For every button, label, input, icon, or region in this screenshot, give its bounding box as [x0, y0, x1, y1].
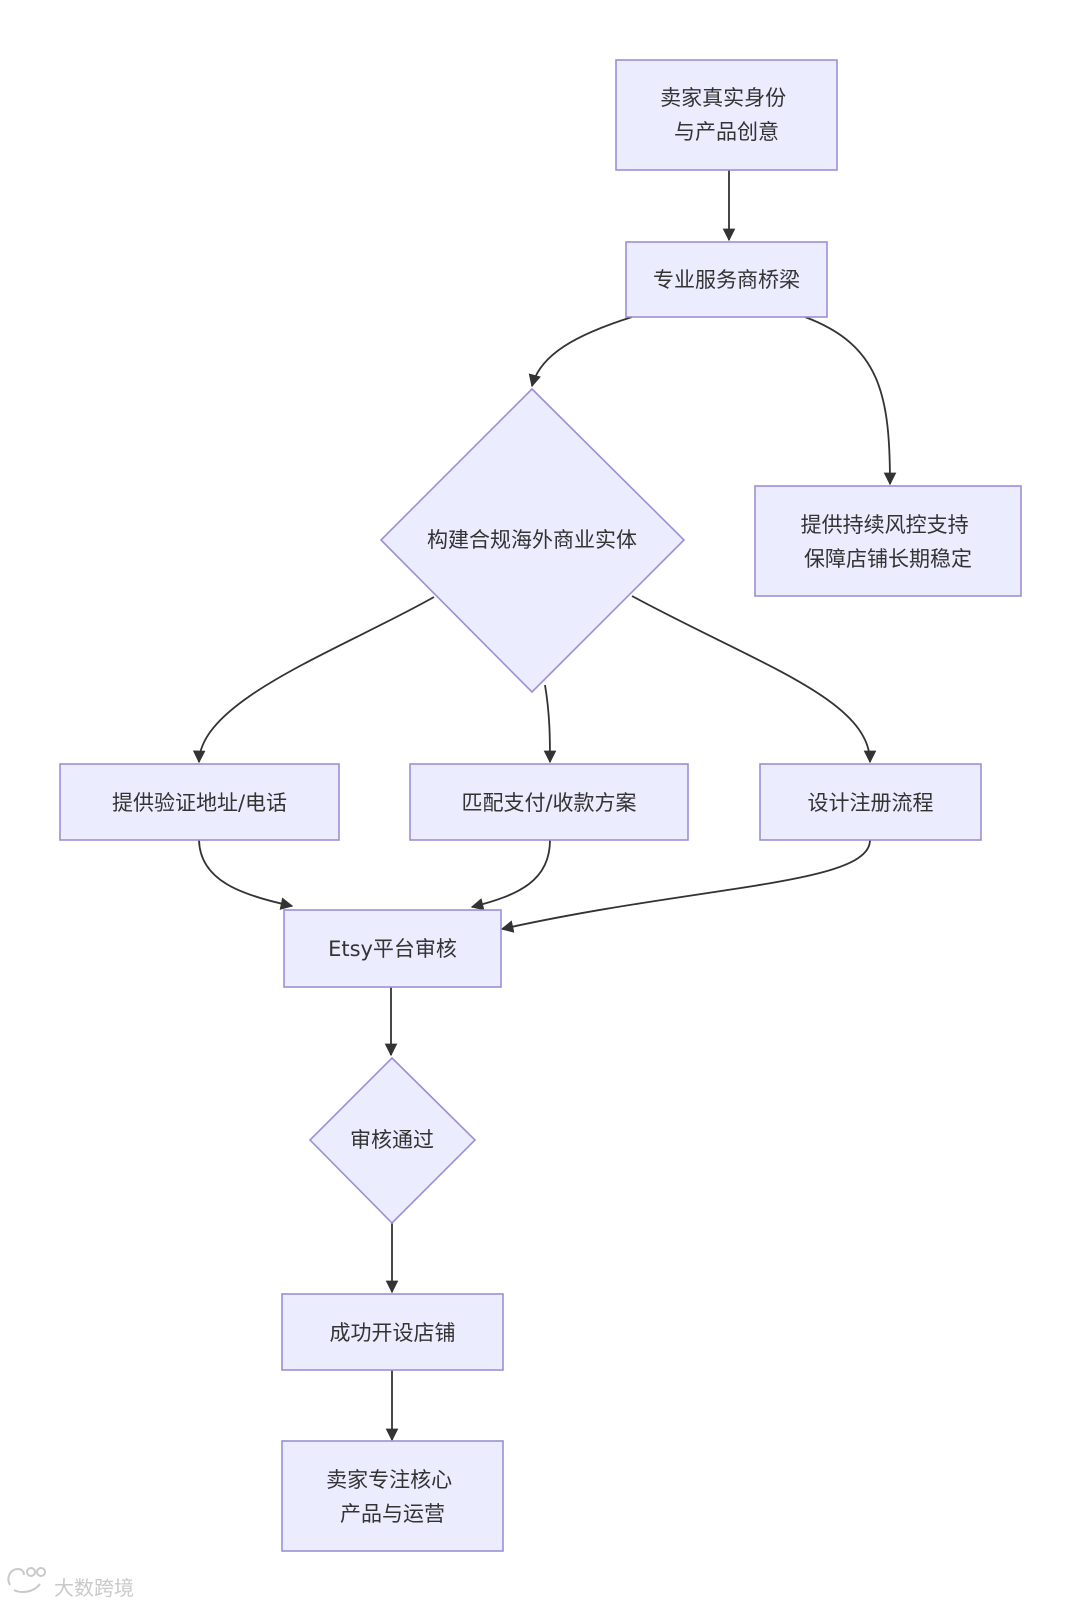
- node-compliant-entity-label: 构建合规海外商业实体: [427, 528, 637, 552]
- svg-text:专业服务商桥梁: 专业服务商桥梁: [653, 268, 800, 292]
- edge-registration-to-review: [500, 839, 871, 933]
- node-seller-identity-line-1: 卖家真实身份: [660, 86, 786, 110]
- node-registration-flow: 设计注册流程: [759, 763, 982, 841]
- node-focus-operations-line-2: 产品与运营: [340, 1502, 445, 1526]
- node-compliant-entity: 构建合规海外商业实体: [379, 387, 686, 694]
- svg-text:匹配支付/收款方案: 匹配支付/收款方案: [461, 791, 636, 815]
- node-seller-identity: 卖家真实身份 与产品创意: [615, 59, 838, 171]
- edges: [192, 170, 897, 1442]
- node-risk-support-line-1: 提供持续风控支持: [801, 513, 969, 537]
- node-seller-identity-line-2: 与产品创意: [674, 120, 779, 144]
- node-address-phone: 提供验证地址/电话: [59, 763, 340, 841]
- brand-logo-icon: [7, 1567, 46, 1593]
- node-open-store-label: 成功开设店铺: [330, 1321, 456, 1345]
- node-registration-flow-label: 设计注册流程: [808, 791, 934, 815]
- svg-text:卖家专注核心 产品与运营: 卖家专注核心 产品与运营: [326, 1468, 459, 1526]
- svg-text:成功开设店铺: 成功开设店铺: [330, 1321, 456, 1345]
- node-focus-operations: 卖家专注核心 产品与运营: [281, 1440, 504, 1552]
- node-focus-operations-line-1: 卖家专注核心: [326, 1468, 452, 1492]
- node-service-provider-label: 专业服务商桥梁: [653, 268, 800, 292]
- svg-text:审核通过: 审核通过: [350, 1128, 434, 1152]
- edge-payment-to-review: [470, 839, 551, 911]
- edge-entity-to-registration: [631, 595, 877, 764]
- watermark: 大数跨境: [7, 1567, 134, 1600]
- watermark-text: 大数跨境: [54, 1576, 134, 1600]
- edge-entity-to-payment: [543, 684, 557, 764]
- edge-address-to-review: [198, 839, 294, 910]
- svg-text:卖家真实身份 与产品创意: 卖家真实身份 与产品创意: [660, 86, 793, 144]
- svg-text:Etsy平台审核: Etsy平台审核: [328, 937, 457, 961]
- node-review-approved-label: 审核通过: [350, 1128, 434, 1152]
- node-open-store: 成功开设店铺: [281, 1293, 504, 1371]
- edge-provider-to-risk-support: [804, 316, 897, 486]
- node-review-approved: 审核通过: [308, 1056, 477, 1225]
- node-etsy-review: Etsy平台审核: [283, 909, 502, 988]
- node-service-provider: 专业服务商桥梁: [625, 241, 828, 318]
- svg-text:设计注册流程: 设计注册流程: [808, 791, 934, 815]
- edge-provider-to-entity: [528, 316, 633, 388]
- node-address-phone-label: 提供验证地址/电话: [112, 791, 287, 815]
- svg-text:提供验证地址/电话: 提供验证地址/电话: [112, 791, 287, 815]
- node-risk-support-line-2: 保障店铺长期稳定: [804, 547, 972, 571]
- svg-text:构建合规海外商业实体: 构建合规海外商业实体: [427, 528, 637, 552]
- node-payment-plan: 匹配支付/收款方案: [409, 763, 689, 841]
- svg-text:提供持续风控支持 保障店铺长期稳定: 提供持续风控支持 保障店铺长期稳定: [801, 513, 976, 571]
- node-etsy-review-label: Etsy平台审核: [328, 937, 457, 961]
- node-payment-plan-label: 匹配支付/收款方案: [461, 791, 636, 815]
- edge-entity-to-address: [192, 596, 435, 764]
- node-risk-support: 提供持续风控支持 保障店铺长期稳定: [754, 485, 1022, 597]
